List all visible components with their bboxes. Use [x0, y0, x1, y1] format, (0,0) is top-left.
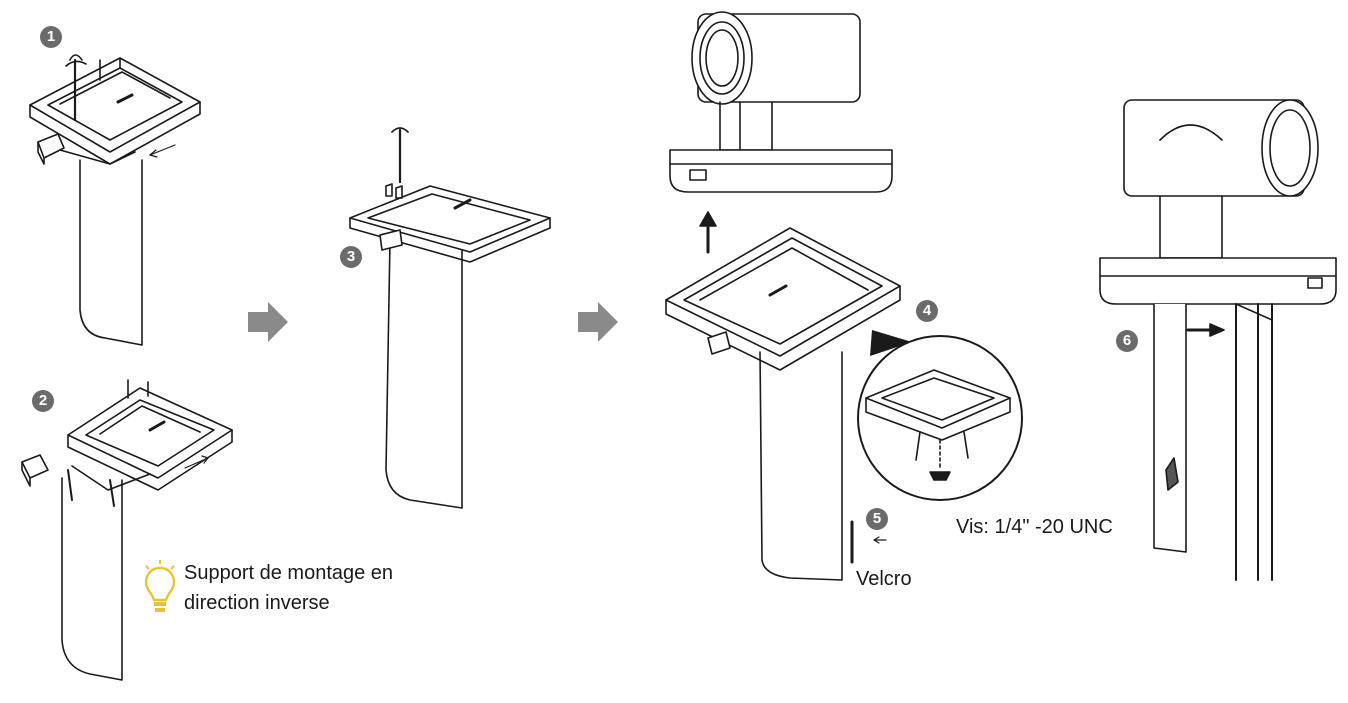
zoom-callout [857, 330, 1023, 501]
step-badge-1: 1 [40, 26, 62, 48]
step-badge-6: 6 [1116, 330, 1138, 352]
step4-mount-illustration [665, 227, 901, 581]
lightbulb-icon [144, 560, 176, 612]
tip-line-2: direction inverse [184, 592, 330, 614]
step1-mount-illustration [29, 54, 201, 346]
next-step-arrow-2 [578, 302, 618, 342]
step-badge-3: 3 [340, 246, 362, 268]
step-badge-4: 4 [916, 300, 938, 322]
step2-mount-illustration [21, 379, 233, 681]
tip-line-1: Support de montage en [184, 562, 394, 584]
lift-arrow [699, 211, 717, 254]
velcro-label: Velcro [856, 568, 912, 590]
step3-mount-illustration [349, 127, 551, 509]
step6-assembly-illustration [1099, 99, 1337, 581]
step-badge-2: 2 [32, 390, 54, 412]
next-step-arrow-1 [248, 302, 288, 342]
step-badge-5: 5 [866, 508, 888, 530]
camera-illustration [669, 11, 893, 193]
screw-spec-label: Vis: 1/4" -20 UNC [956, 516, 1113, 538]
